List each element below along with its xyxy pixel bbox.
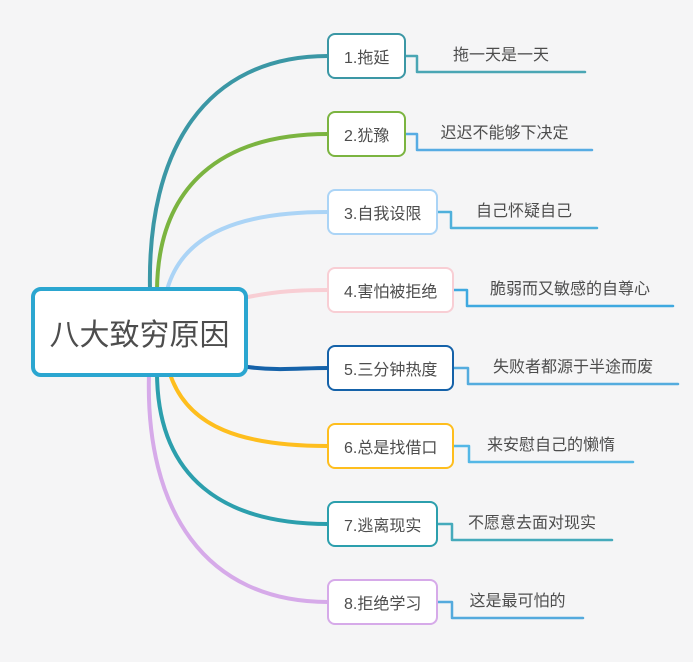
branch-curve-7 bbox=[155, 372, 330, 526]
branch-curve-5 bbox=[246, 365, 330, 372]
note-6[interactable]: 来安慰自己的懒惰 bbox=[486, 437, 615, 454]
note-8[interactable]: 这是最可怕的 bbox=[469, 593, 566, 610]
note-3[interactable]: 自己怀疑自己 bbox=[475, 203, 572, 220]
topic-5-short-passion[interactable]: 5.三分钟热度 bbox=[327, 345, 455, 391]
topic-7-escape-reality[interactable]: 7.逃离现实 bbox=[327, 501, 439, 547]
note-4[interactable]: 脆弱而又敏感的自尊心 bbox=[489, 281, 650, 298]
branch-curve-3 bbox=[165, 210, 330, 292]
topic-8-refuse-learning[interactable]: 8.拒绝学习 bbox=[327, 579, 439, 625]
topic-4-fear-rejection[interactable]: 4.害怕被拒绝 bbox=[327, 267, 455, 313]
note-line-3 bbox=[425, 210, 599, 230]
note-7[interactable]: 不愿意去面对现实 bbox=[467, 515, 596, 532]
note-line-5 bbox=[442, 366, 680, 386]
topic-1-procrastination[interactable]: 1.拖延 bbox=[327, 33, 407, 79]
branch-curve-8 bbox=[146, 372, 330, 604]
note-2[interactable]: 迟迟不能够下决定 bbox=[440, 125, 569, 142]
central-topic[interactable]: 八大致穷原因 bbox=[31, 287, 248, 377]
branch-curve-2 bbox=[155, 132, 330, 292]
topic-6-excuses[interactable]: 6.总是找借口 bbox=[327, 423, 455, 469]
note-line-7 bbox=[426, 522, 614, 542]
branch-curve-1 bbox=[147, 54, 330, 292]
note-line-8 bbox=[426, 600, 585, 620]
note-line-6 bbox=[443, 444, 635, 464]
note-1[interactable]: 拖一天是一天 bbox=[452, 47, 549, 64]
note-5[interactable]: 失败者都源于半途而废 bbox=[492, 359, 653, 376]
topic-3-self-limiting[interactable]: 3.自我设限 bbox=[327, 189, 439, 235]
topic-2-hesitation[interactable]: 2.犹豫 bbox=[327, 111, 407, 157]
branch-curve-6 bbox=[168, 372, 330, 448]
branch-curve-4 bbox=[246, 288, 330, 299]
note-line-4 bbox=[441, 288, 675, 308]
